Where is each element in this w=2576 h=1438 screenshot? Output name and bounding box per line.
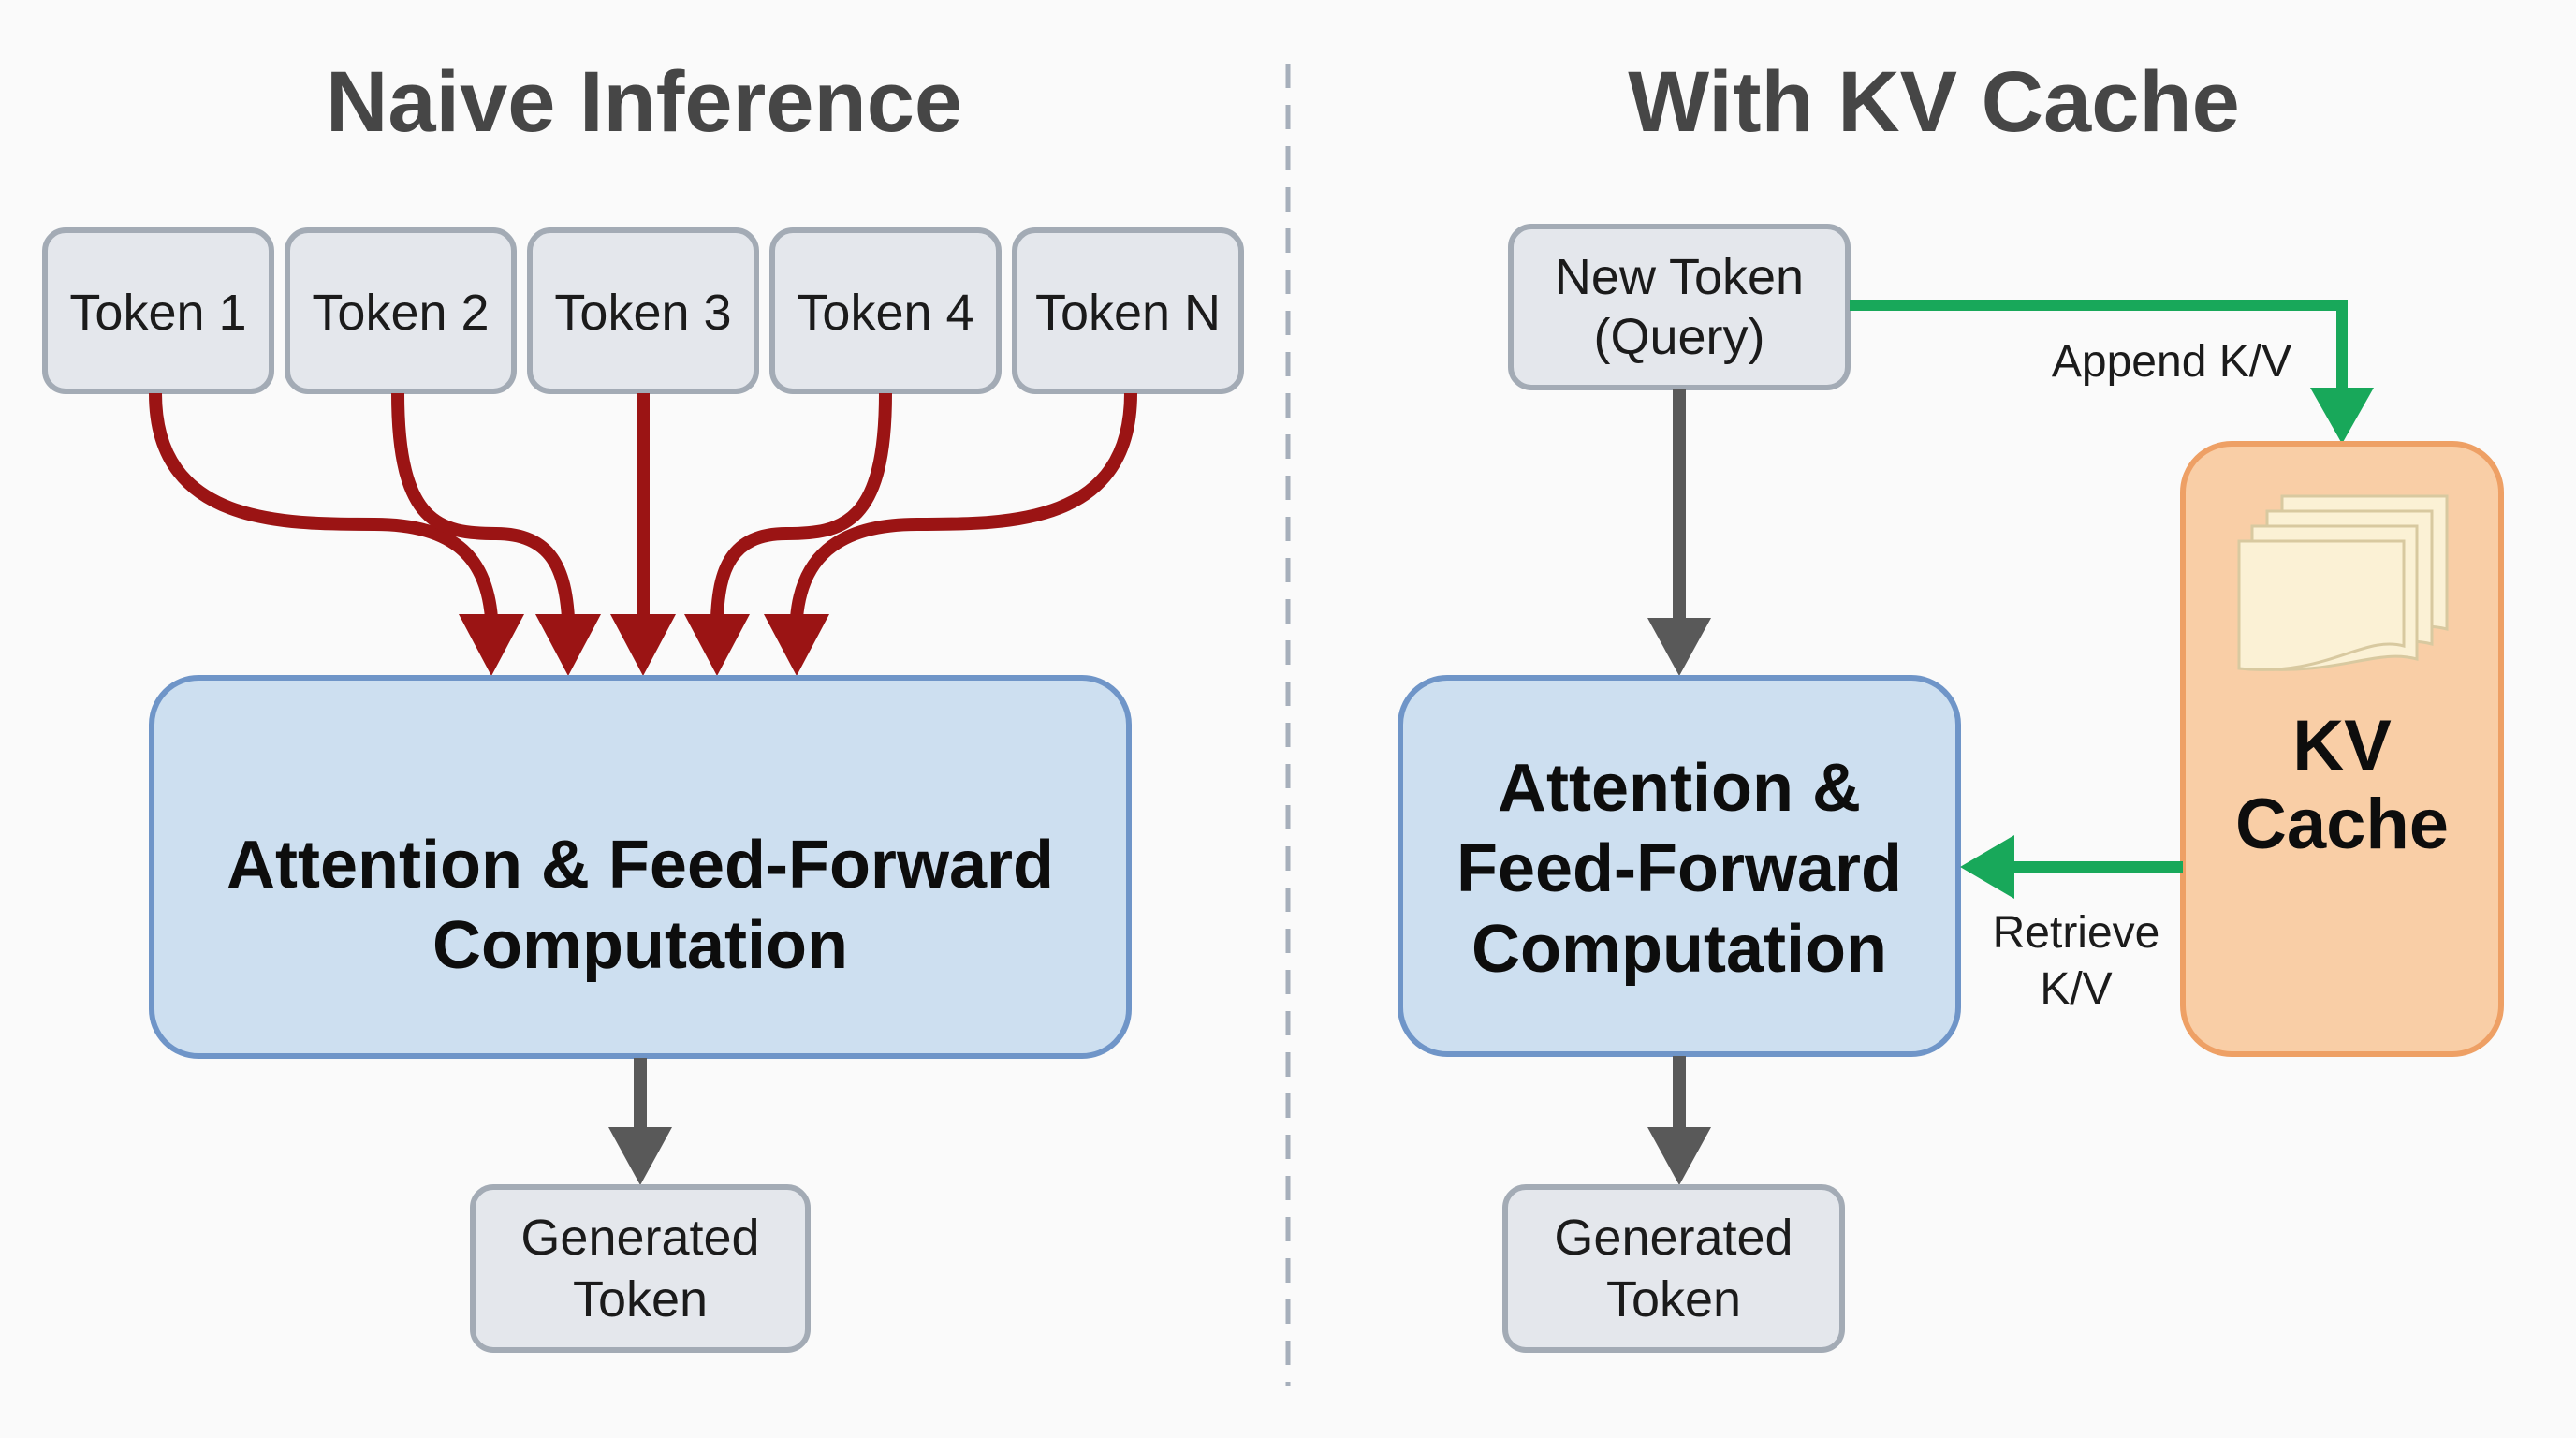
generated-token-line-2: Token xyxy=(573,1271,708,1328)
compute-label-line-3: Computation xyxy=(1471,912,1887,987)
compute-to-output-arrow-head xyxy=(608,1127,672,1185)
token-box-3: Token 3 xyxy=(527,227,759,394)
retrieve-kv-arrow-head xyxy=(1960,835,2014,899)
naive-compute-box: Attention & Feed-Forward Computation xyxy=(149,675,1132,1059)
new-token-line-1: New Token xyxy=(1555,249,1804,305)
new-token-line-2: (Query) xyxy=(1593,309,1764,365)
arrow-head-4 xyxy=(684,614,750,676)
token-to-compute-arrows xyxy=(149,392,1137,676)
compute-label-line-2: Feed-Forward xyxy=(1456,831,1902,906)
kv-cache-panel: With KV Cache New Token (Query) Append K… xyxy=(1398,54,2504,1353)
append-kv-arrow-head xyxy=(2310,388,2374,444)
arrow-token-4 xyxy=(710,392,892,619)
generated-token-line-1: Generated xyxy=(1554,1210,1793,1266)
retrieve-kv-label-line-2: K/V xyxy=(2040,964,2112,1014)
retrieve-kv-label-line-1: Retrieve xyxy=(1993,908,2160,958)
arrow-token-2 xyxy=(391,392,575,619)
token-label: Token 3 xyxy=(554,285,731,341)
arrow-head-n xyxy=(764,614,829,676)
cached-generated-token-box: Generated Token xyxy=(1502,1184,1845,1353)
generated-token-line-2: Token xyxy=(1606,1271,1741,1328)
stacked-documents-icon xyxy=(2237,494,2449,671)
new-token-to-compute-arrow-head xyxy=(1647,618,1711,676)
token-label: Token 2 xyxy=(312,285,489,341)
new-token-box: New Token (Query) xyxy=(1508,224,1851,390)
token-label: Token 4 xyxy=(797,285,973,341)
token-label: Token N xyxy=(1035,285,1221,341)
token-box-1: Token 1 xyxy=(42,227,274,394)
compute-label-line-2: Computation xyxy=(432,908,848,983)
compute-label-line-1: Attention & Feed-Forward xyxy=(227,828,1054,902)
token-box-n: Token N xyxy=(1012,227,1244,394)
compute-label-line-1: Attention & xyxy=(1498,751,1861,826)
append-kv-label: Append K/V xyxy=(2052,337,2291,387)
kv-cache-label-line-1: KV xyxy=(2292,706,2392,785)
generated-token-line-1: Generated xyxy=(520,1210,759,1266)
token-label: Token 1 xyxy=(69,285,246,341)
cached-compute-to-output-arrow-head xyxy=(1647,1127,1711,1185)
naive-inference-panel: Naive Inference Token 1 Token 2 Token 3 … xyxy=(42,54,1244,1353)
naive-generated-token-box: Generated Token xyxy=(470,1184,811,1353)
token-box-2: Token 2 xyxy=(285,227,517,394)
token-box-4: Token 4 xyxy=(769,227,1002,394)
arrow-token-1 xyxy=(149,392,498,619)
arrow-head-1 xyxy=(459,614,524,676)
arrow-token-n xyxy=(790,392,1137,619)
kv-cache-label-line-2: Cache xyxy=(2235,785,2449,864)
naive-inference-title: Naive Inference xyxy=(326,54,962,150)
kv-cache-box: KV Cache xyxy=(2180,441,2504,1057)
append-kv-arrow xyxy=(1850,300,2348,393)
arrow-head-2 xyxy=(535,614,601,676)
kv-cache-title: With KV Cache xyxy=(1628,54,2239,150)
cached-compute-box: Attention & Feed-Forward Computation xyxy=(1398,675,1961,1057)
arrow-head-3 xyxy=(610,614,676,676)
